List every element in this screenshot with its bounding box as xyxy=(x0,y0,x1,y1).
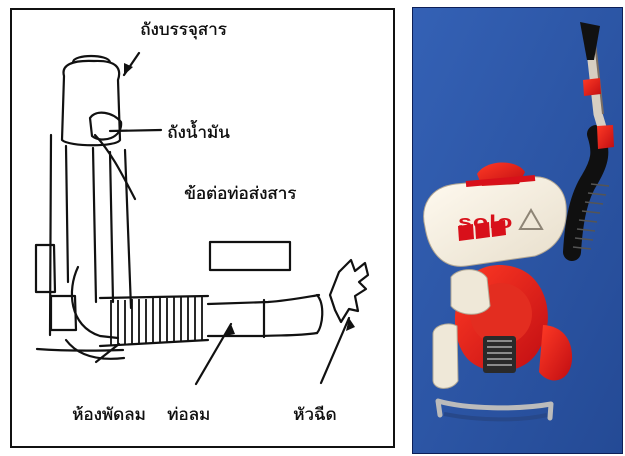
fuel-tank xyxy=(451,270,490,315)
brand-logo-text: solo xyxy=(458,213,513,232)
sprayer-photo xyxy=(413,8,623,454)
label-spray-tank: ถังบรรจุสาร xyxy=(140,22,227,39)
label-nozzle: หัวฉีด xyxy=(293,407,336,424)
nozzle-head xyxy=(330,260,368,322)
nozzle-red-collar xyxy=(597,125,614,149)
label-fan-chamber: ห้องพัดลม xyxy=(72,407,146,424)
label-connector: ข้อต่อท่อส่งสาร xyxy=(184,186,296,203)
bellows-top-line xyxy=(100,296,208,298)
label-fuel-tank: ถังน้ำมัน xyxy=(167,125,230,142)
sprayer-photo-panel: solo xyxy=(412,7,623,454)
frame-inner-rail xyxy=(66,146,68,282)
fuel-leader xyxy=(110,130,161,131)
sprayer-diagram-panel: ถังบรรจุสาร ถังน้ำมัน ข้อต่อท่อส่งสาร ห้… xyxy=(10,8,395,448)
engine-side-block xyxy=(36,245,55,292)
frame-mid-rail xyxy=(110,152,113,302)
nozzle-arrow-leader xyxy=(321,318,349,383)
frame-right-rail xyxy=(125,150,131,308)
separate-nozzle-tube xyxy=(210,242,290,270)
pipe-end xyxy=(317,295,322,333)
nozzle-red-ring xyxy=(583,78,601,96)
label-air-pipe: ท่อลม xyxy=(167,407,210,424)
frame-back-rail xyxy=(93,148,96,302)
sprayer-line-drawing xyxy=(12,10,395,448)
side-tank xyxy=(433,324,458,388)
